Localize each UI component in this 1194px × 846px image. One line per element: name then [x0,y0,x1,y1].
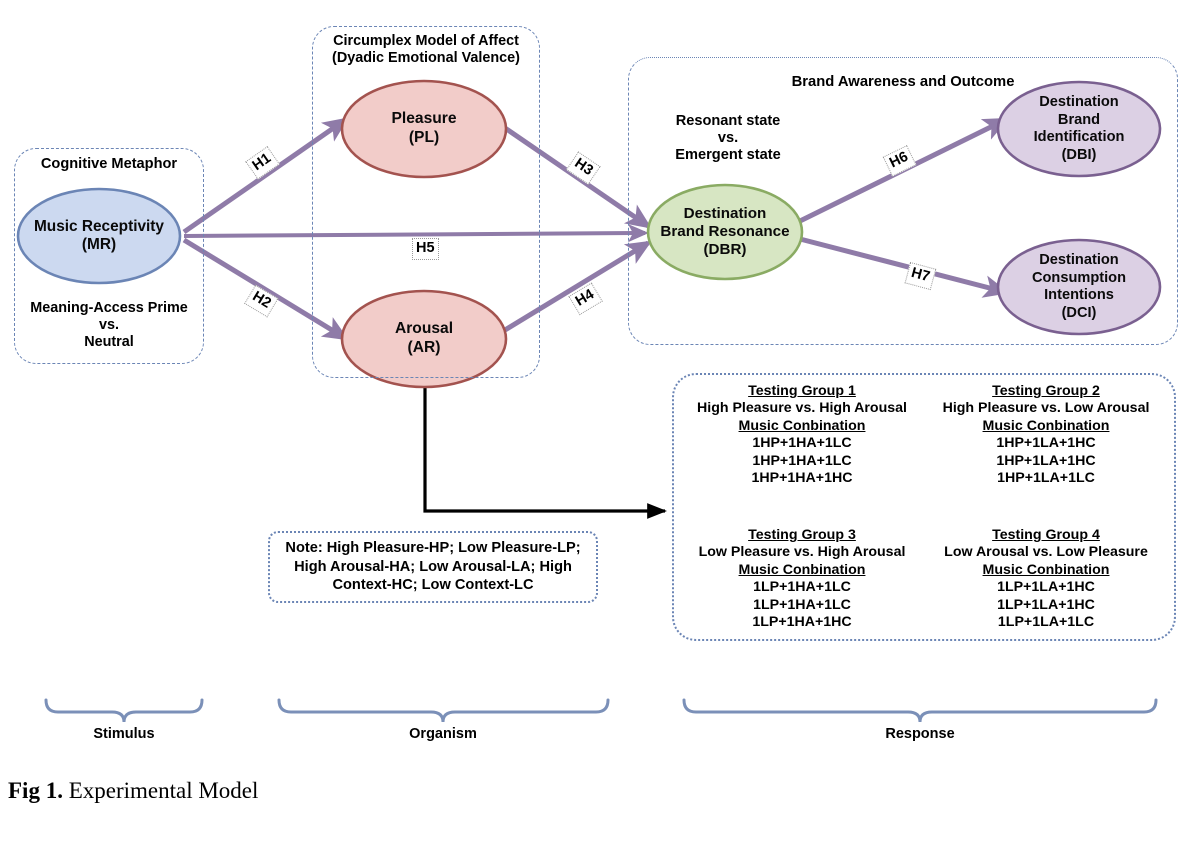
arrow-to-testing-groups [423,378,667,519]
testing-group-combination: 1HP+1HA+1LC [752,452,852,469]
testing-group-title: Testing Group 3 [748,527,856,543]
figure-caption: Fig 1. Experimental Model [8,778,258,804]
group-title-circumplex: Circumplex Model of Affect (Dyadic Emoti… [332,33,520,67]
section-brackets [44,698,1158,723]
testing-group-combination: 1LP+1HA+1LC [753,596,851,613]
group-box-circumplex [312,26,540,378]
arrow-h4 [503,240,652,333]
node-pleasure[interactable] [340,79,508,179]
group-title-cognitive-metaphor: Cognitive Metaphor [40,156,178,172]
arrow-h3 [503,125,652,229]
arrow-h1 [182,117,349,235]
testing-group-combination: 1HP+1LA+1HC [996,452,1096,469]
testing-group-combination: 1HP+1LA+1HC [996,435,1096,452]
figure-caption-text: Experimental Model [68,778,259,803]
testing-group-combination: 1HP+1LA+1LC [997,470,1095,487]
group-box-brand-awareness [628,57,1178,345]
node-destination-brand-identification[interactable] [996,80,1162,178]
figure-number: Fig 1. [8,778,63,803]
testing-group-combination-header: Music Conbination [982,561,1110,578]
testing-group-combination: 1HP+1HA+1LC [752,435,852,452]
hypothesis-tag-h5: H5 [412,238,439,260]
bracket-stimulus [44,698,204,723]
group-box-stimulus [14,148,204,364]
bracket-label-stimulus: Stimulus [93,726,155,742]
testing-group-combination: 1LP+1LA+1LC [997,614,1095,631]
bracket-response [682,698,1158,723]
testing-group-4: Testing Group 4 Low Arousal vs. Low Plea… [922,527,1170,632]
testing-group-combination-header: Music Conbination [738,561,866,578]
bracket-label-organism: Organism [409,726,477,742]
bracket-organism [277,698,610,723]
testing-group-combination: 1LP+1LA+1HC [997,596,1095,613]
model-nodes [16,79,1162,389]
testing-group-title: Testing Group 4 [992,527,1100,543]
node-arousal[interactable] [340,289,508,389]
arrow-h5 [183,223,649,243]
testing-group-comparison: Low Arousal vs. Low Pleasure [944,544,1148,561]
testing-group-combination: 1LP+1HA+1LC [753,579,851,596]
group-box-testing-groups [672,373,1176,641]
testing-group-comparison: High Pleasure vs. Low Arousal [942,400,1150,417]
testing-group-2: Testing Group 2 High Pleasure vs. Low Ar… [922,383,1170,488]
testing-group-combination: 1LP+1HA+1HC [752,614,852,631]
testing-group-title: Testing Group 1 [748,383,856,399]
testing-group-combination-header: Music Conbination [982,417,1110,434]
testing-group-comparison: Low Pleasure vs. High Arousal [698,544,906,561]
testing-group-comparison: High Pleasure vs. High Arousal [697,400,907,417]
testing-group-combination-header: Music Conbination [738,417,866,434]
arrow-h7 [799,236,1010,298]
node-destination-brand-resonance[interactable] [646,183,804,281]
arrow-h2 [182,237,349,341]
legend-note-box: Note: High Pleasure-HP; Low Pleasure-LP;… [268,531,598,603]
testing-group-1: Testing Group 1 High Pleasure vs. High A… [678,383,926,488]
bracket-label-response: Response [885,726,955,742]
node-music-receptivity[interactable] [16,187,182,285]
testing-group-combination: 1HP+1HA+1HC [751,470,853,487]
testing-group-combination: 1LP+1LA+1HC [997,579,1095,596]
legend-note-text: Note: High Pleasure-HP; Low Pleasure-LP;… [285,539,581,594]
group-title-brand-awareness: Brand Awareness and Outcome [791,74,1015,90]
testing-group-3: Testing Group 3 Low Pleasure vs. High Ar… [678,527,926,632]
node-destination-consumption-intentions[interactable] [996,238,1162,336]
testing-group-title: Testing Group 2 [992,383,1100,399]
